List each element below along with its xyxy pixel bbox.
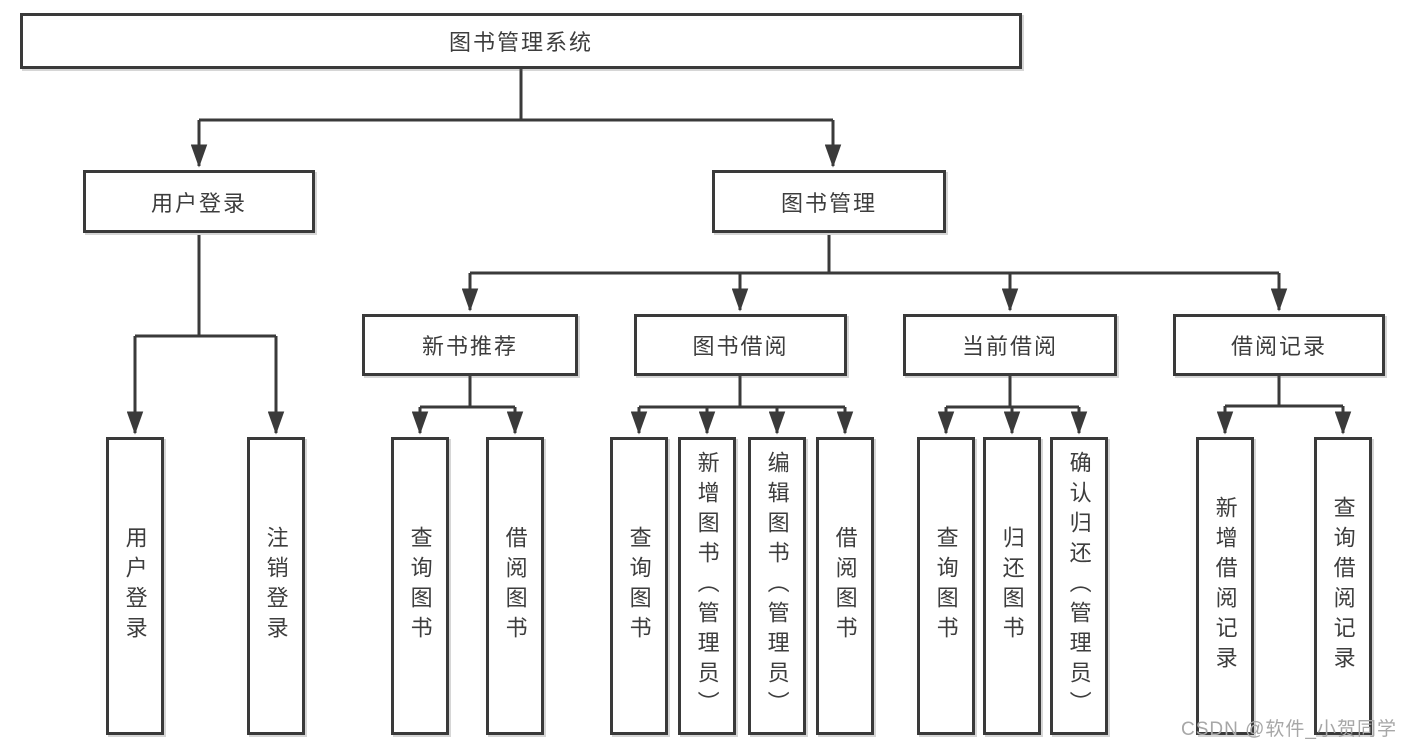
node-book-borrowing: 图书借阅	[634, 314, 847, 376]
leaf-query-books-borrowing: 查询图书	[610, 437, 668, 735]
leaf-borrow-books-recommend: 借阅图书	[486, 437, 544, 735]
node-label: 查询图书	[407, 526, 433, 646]
leaf-borrow-books-borrowing: 借阅图书	[816, 437, 874, 735]
node-label: 注销登录	[263, 526, 289, 646]
node-book-management: 图书管理	[712, 170, 946, 233]
node-label: 用户登录	[122, 526, 148, 646]
node-label: 借阅图书	[502, 526, 528, 646]
node-label: 用户登录	[150, 190, 247, 216]
node-borrowing-records: 借阅记录	[1173, 314, 1385, 376]
leaf-edit-book-admin: 编辑图书（管理员）	[748, 437, 806, 735]
node-label: 查询借阅记录	[1330, 496, 1356, 676]
node-label: 借阅图书	[832, 526, 858, 646]
node-root-library-management-system: 图书管理系统	[20, 13, 1022, 69]
csdn-watermark: CSDN @软件_小贺同学	[1181, 719, 1397, 740]
leaf-confirm-return-admin: 确认归还（管理员）	[1050, 437, 1108, 735]
node-user-login: 用户登录	[83, 170, 315, 233]
node-label: 查询图书	[933, 526, 959, 646]
node-current-borrowing: 当前借阅	[903, 314, 1117, 376]
leaf-add-book-admin: 新增图书（管理员）	[678, 437, 736, 735]
node-label: 查询图书	[626, 526, 652, 646]
leaf-query-borrow-record: 查询借阅记录	[1314, 437, 1372, 735]
node-label: 编辑图书（管理员）	[764, 451, 790, 721]
leaf-return-book: 归还图书	[983, 437, 1041, 735]
node-label: 新增图书（管理员）	[694, 451, 720, 721]
leaf-logout: 注销登录	[247, 437, 305, 735]
arrow-connectors	[126, 120, 1352, 435]
node-label: 新书推荐	[421, 334, 518, 359]
node-label: 借阅记录	[1230, 334, 1327, 359]
node-label: 图书管理	[780, 190, 877, 216]
node-label: 当前借阅	[961, 334, 1058, 359]
leaf-add-borrow-record: 新增借阅记录	[1196, 437, 1254, 735]
leaf-query-books-recommend: 查询图书	[391, 437, 449, 735]
leaf-query-books-current: 查询图书	[917, 437, 975, 735]
leaf-user-login: 用户登录	[106, 437, 164, 735]
node-label: 新增借阅记录	[1212, 496, 1238, 676]
branch-rails	[135, 69, 1343, 409]
node-label: 图书借阅	[692, 334, 789, 359]
node-new-book-recommendation: 新书推荐	[362, 314, 578, 376]
node-label: 确认归还（管理员）	[1066, 451, 1092, 721]
node-label: 归还图书	[999, 526, 1025, 646]
node-label: 图书管理系统	[448, 30, 593, 55]
